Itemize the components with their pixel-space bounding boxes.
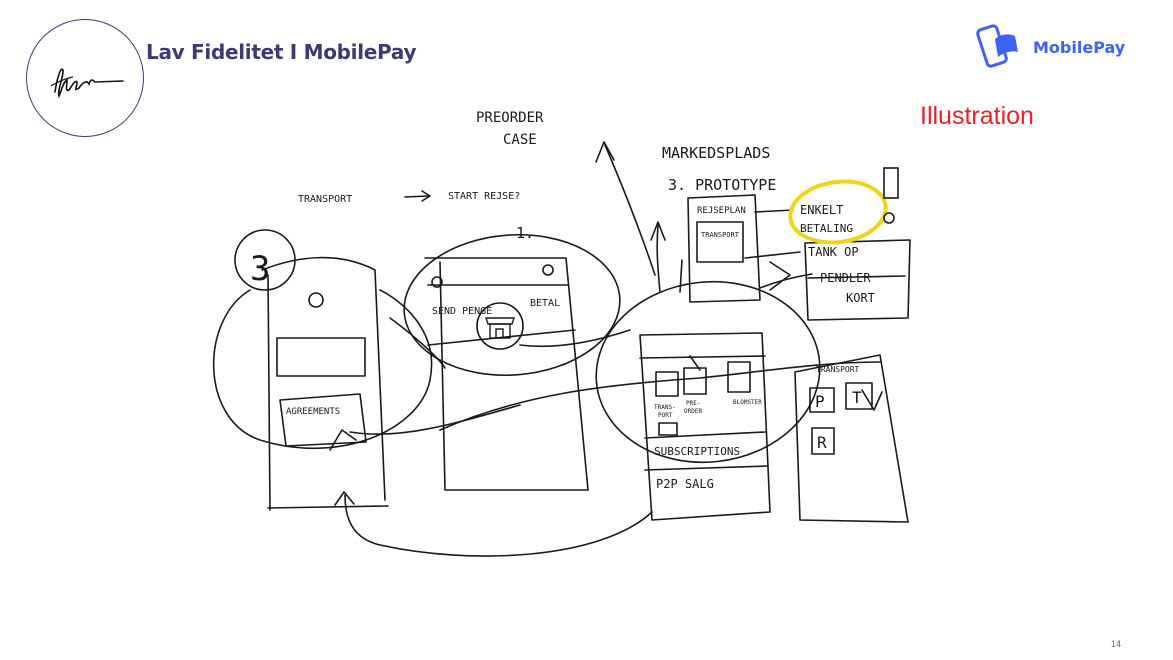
phone-3-outline xyxy=(261,256,389,511)
phone-marketplace-outline xyxy=(639,332,771,521)
transport-panel-outline xyxy=(794,354,909,523)
label-step-one: 1. xyxy=(516,224,534,242)
store-circle xyxy=(476,302,524,350)
label-marketplace: MARKEDSPLADS xyxy=(662,144,770,162)
flow-curve-bottom xyxy=(344,494,653,557)
label-single-payment-1: ENKELT xyxy=(800,203,843,217)
highlight-single-payment xyxy=(788,179,888,245)
arrow-up-prototype xyxy=(656,224,661,293)
label-tile-r: R xyxy=(817,433,827,452)
signature-icon xyxy=(50,68,124,99)
label-tile-flowers: BLOMSTER xyxy=(733,399,762,406)
label-commuter-1: PENDLER xyxy=(820,271,871,285)
label-preorder-1: PREORDER xyxy=(476,110,544,126)
label-tile-preorder-1: PRE- xyxy=(686,400,700,407)
label-commuter-2: KORT xyxy=(846,291,875,305)
label-transport-small: TRANSPORT xyxy=(701,231,740,239)
label-pay: BETAL xyxy=(530,298,560,309)
phone-1-outline xyxy=(424,257,589,491)
phone-3-camera xyxy=(308,292,324,308)
step-3-circle xyxy=(234,229,296,291)
label-tile-t: T xyxy=(852,388,862,407)
label-subscriptions: SUBSCRIPTIONS xyxy=(654,445,740,458)
page-number: 14 xyxy=(1110,639,1121,649)
label-tile-p: P xyxy=(815,392,825,411)
label-journey-planner: REJSEPLAN xyxy=(697,206,746,216)
label-tile-preorder-2: ORDER xyxy=(684,408,702,415)
label-prototype: 3. PROTOTYPE xyxy=(668,176,776,194)
mobilepay-logo-icon xyxy=(976,24,1018,68)
arrow-up-preorder xyxy=(604,144,656,276)
label-agreements: AGREEMENTS xyxy=(286,407,340,417)
signature-logo xyxy=(26,19,144,137)
store-icon xyxy=(485,317,515,339)
section-label: Illustration xyxy=(920,102,1034,130)
label-tile-transport-2: PORT xyxy=(658,412,673,419)
label-send-money: SEND PENGE xyxy=(432,306,492,317)
label-preorder-2: CASE xyxy=(503,132,537,148)
page-title: Lav Fidelitet I MobilePay xyxy=(146,40,417,64)
mobilepay-brand: MobilePay xyxy=(975,22,1125,72)
agreements-card xyxy=(279,393,367,447)
label-transport-panel: TRANSPORT xyxy=(816,365,860,374)
brand-name: MobilePay xyxy=(1033,37,1126,57)
label-step-three: 3 xyxy=(250,249,270,289)
label-p2p-sale: P2P SALG xyxy=(656,477,714,491)
phone-3-card xyxy=(276,337,366,377)
label-single-payment-2: BETALING xyxy=(800,222,853,235)
label-transport-flow: TRANSPORT xyxy=(298,194,352,205)
label-start-journey: START REJSE? xyxy=(448,191,520,202)
label-top-up: TANK OP xyxy=(808,245,859,259)
label-tile-transport-1: TRANS- xyxy=(654,404,676,411)
